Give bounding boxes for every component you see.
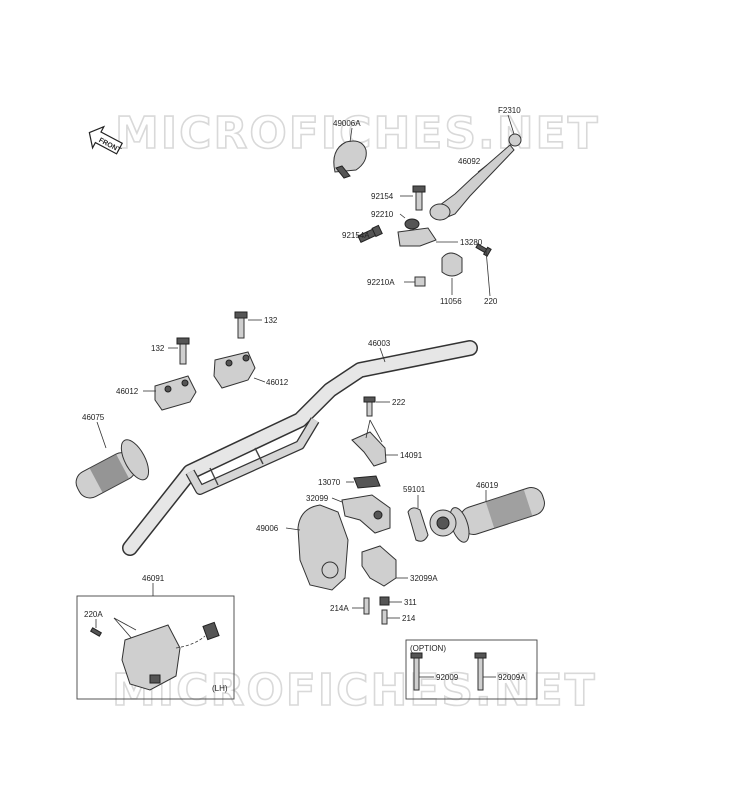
part-13070 <box>353 475 381 489</box>
left-switch-46091 <box>121 624 181 691</box>
label-46092: 46092 <box>458 157 481 166</box>
label-46019: 46019 <box>476 481 499 490</box>
label-lh: (LH) <box>212 684 228 693</box>
label-32099: 32099 <box>306 494 329 503</box>
label-92154a: 92154A <box>342 231 370 240</box>
left-switch-box <box>76 583 235 700</box>
bracket-13280 <box>397 227 437 247</box>
label-13280: 13280 <box>460 238 483 247</box>
label-92154: 92154 <box>371 192 394 201</box>
nut-92210a <box>414 276 426 287</box>
handlebar-clamp-left <box>143 337 197 411</box>
clamp-11056 <box>441 252 463 277</box>
label-46091: 46091 <box>142 574 165 583</box>
left-grip-46075 <box>75 439 150 499</box>
right-grip-46019 <box>449 487 545 543</box>
label-11056: 11056 <box>440 297 462 306</box>
label-46075: 46075 <box>82 413 105 422</box>
label-92210a: 92210A <box>367 278 395 287</box>
bracket-14091 <box>351 431 387 467</box>
lever-cover-nozzle <box>335 165 351 179</box>
label-49006a: 49006A <box>333 119 361 128</box>
handlebar-clamp-right <box>213 311 266 389</box>
bolt-92009a <box>477 655 484 691</box>
lever-ball-end <box>508 133 522 147</box>
screw-220a <box>89 627 103 637</box>
label-92210: 92210 <box>371 210 394 219</box>
part-59101 <box>407 507 429 542</box>
label-214a: 214A <box>330 604 349 613</box>
screw-220 <box>475 243 492 257</box>
clutch-lever-assembly <box>333 114 522 297</box>
cover-49006 <box>297 504 349 591</box>
bolt-92154a <box>357 224 383 244</box>
washer-92210 <box>404 218 420 230</box>
label-32099a: 32099A <box>410 574 438 583</box>
screw-214 <box>381 609 388 625</box>
part-labels: F2310 49006A 46092 92154 92210 92154A 13… <box>82 106 526 693</box>
housing-32099a <box>361 545 397 587</box>
label-14091: 14091 <box>400 451 423 460</box>
connector <box>202 621 220 641</box>
label-46012-left: 46012 <box>116 387 139 396</box>
lever-cover-49006a <box>333 140 367 173</box>
screw-214a <box>363 597 370 615</box>
label-220a: 220A <box>84 610 103 619</box>
label-92009: 92009 <box>436 673 459 682</box>
label-49006: 49006 <box>256 524 279 533</box>
label-59101: 59101 <box>403 485 426 494</box>
bolt-132-right <box>237 315 245 339</box>
label-222: 222 <box>392 398 406 407</box>
bolt-92154 <box>415 189 423 211</box>
label-220: 220 <box>484 297 498 306</box>
right-controls <box>285 396 545 625</box>
lever-pivot <box>429 203 451 221</box>
handlebar-46003 <box>122 340 478 556</box>
label-f2310: F2310 <box>498 106 521 115</box>
label-13070: 13070 <box>318 478 341 487</box>
label-311: 311 <box>404 598 417 607</box>
bolt-92009 <box>413 655 420 691</box>
label-132-left: 132 <box>151 344 165 353</box>
label-option: (OPTION) <box>410 644 446 653</box>
option-box <box>405 639 538 700</box>
watermark-bottom: MICROFICHES.NET <box>112 665 597 716</box>
label-92009a: 92009A <box>498 673 526 682</box>
throttle-collar <box>429 509 457 537</box>
label-132-right: 132 <box>264 316 278 325</box>
bolt-132-left <box>179 341 187 365</box>
label-214: 214 <box>402 614 416 623</box>
label-46012-right: 46012 <box>266 378 289 387</box>
label-46003: 46003 <box>368 339 391 348</box>
housing-32099 <box>341 494 391 534</box>
nut-311 <box>379 596 390 606</box>
